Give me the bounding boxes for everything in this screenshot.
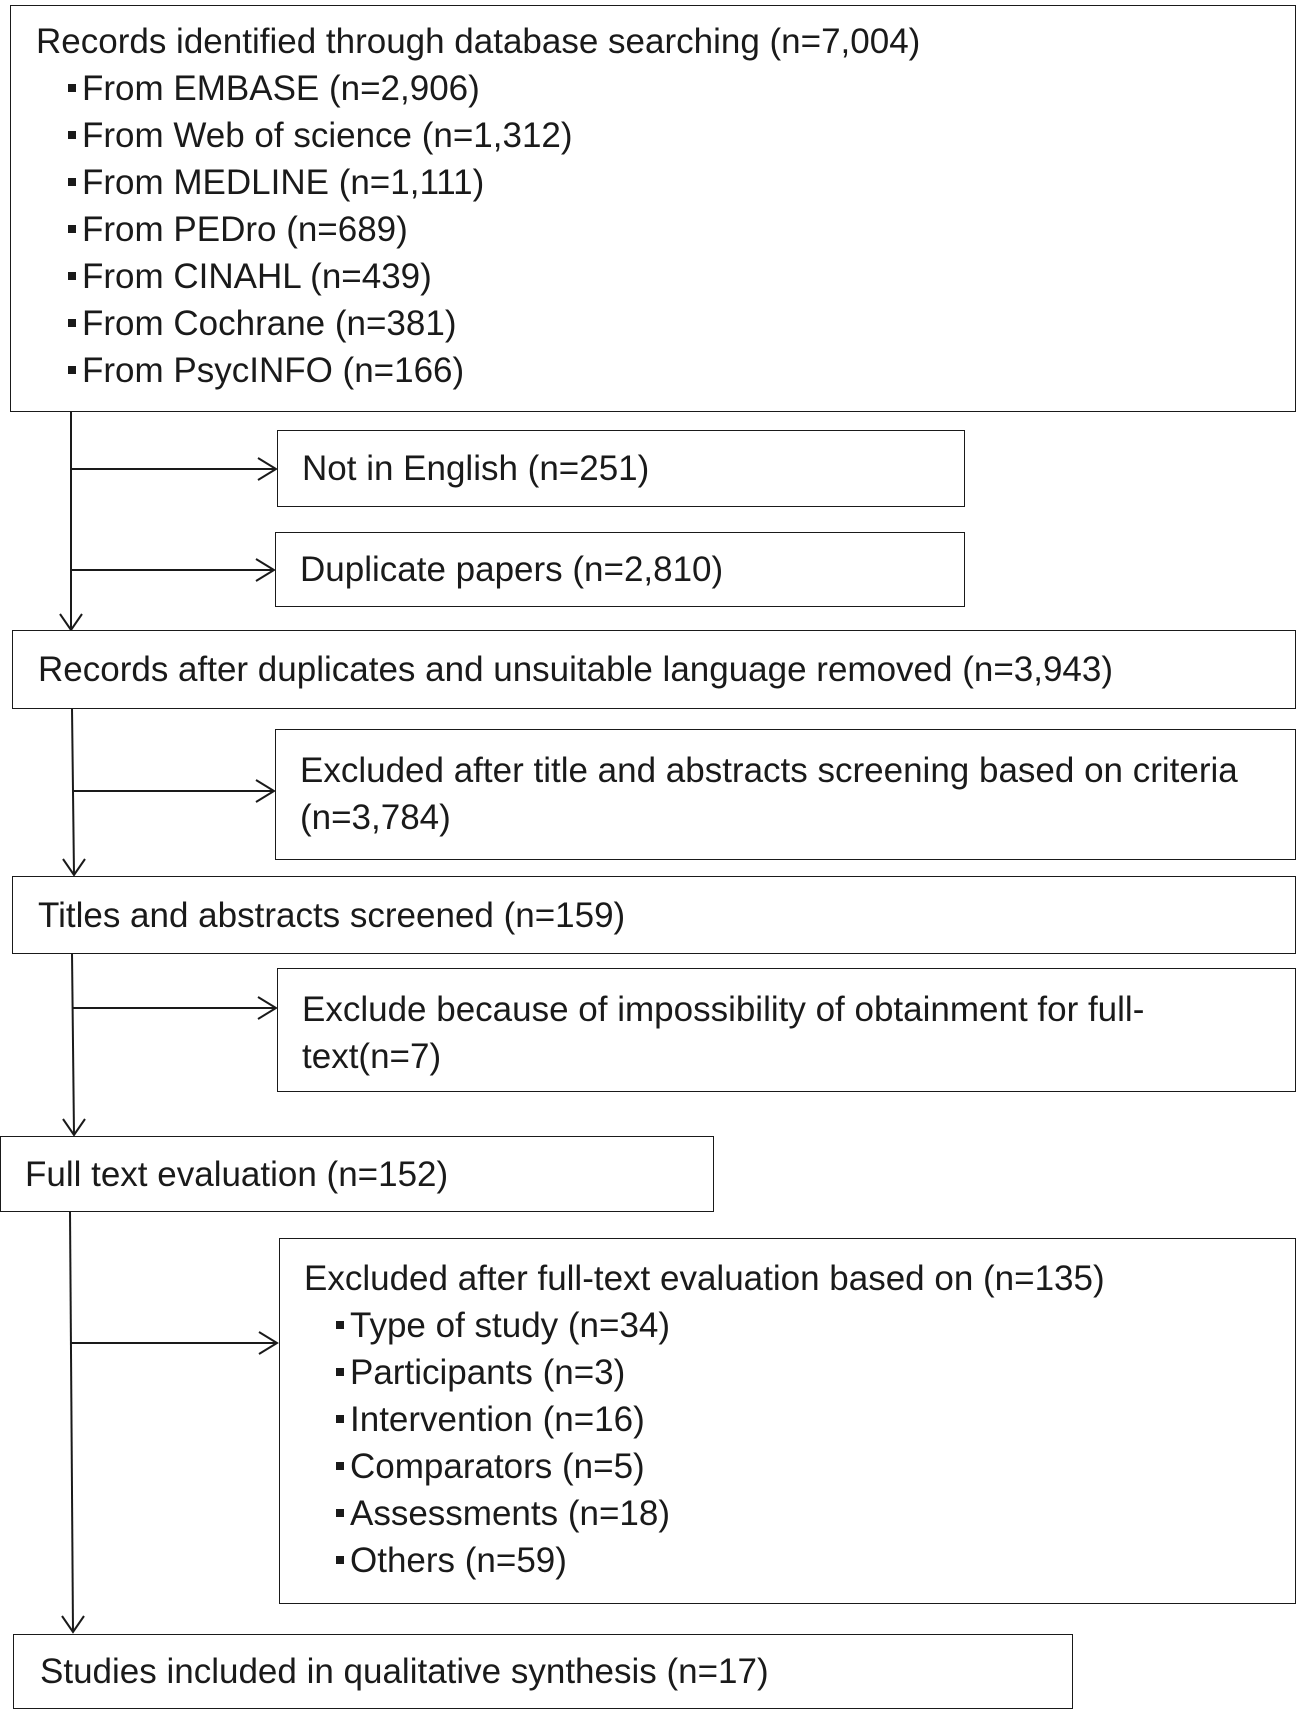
bullet-icon xyxy=(336,1508,344,1517)
excluded-title-abstract-text: Excluded after title and abstracts scree… xyxy=(300,751,1238,837)
exclusion-reason: Others (n=59) xyxy=(304,1537,1105,1584)
source-item: From MEDLINE (n=1,111) xyxy=(36,159,920,206)
bullet-icon xyxy=(68,365,76,374)
bullet-icon xyxy=(336,1414,344,1423)
source-item: From CINAHL (n=439) xyxy=(36,253,920,300)
screened-box xyxy=(12,876,1296,954)
fulltext-evaluation-text: Full text evaluation (n=152) xyxy=(25,1155,449,1194)
excluded-language-text: Not in English (n=251) xyxy=(302,449,650,488)
bullet-icon xyxy=(68,130,76,139)
excluded-duplicates-box xyxy=(275,532,965,607)
exclusion-reason: Assessments (n=18) xyxy=(304,1490,1105,1537)
excluded-fulltext-unavailable-box xyxy=(277,968,1296,1092)
bullet-icon xyxy=(336,1367,344,1376)
bullet-icon xyxy=(68,318,76,327)
excluded-duplicates-text: Duplicate papers (n=2,810) xyxy=(300,550,724,589)
bullet-icon xyxy=(68,83,76,92)
records-after-removal-box xyxy=(12,630,1296,709)
source-item: From PEDro (n=689) xyxy=(36,206,920,253)
screened-text: Titles and abstracts screened (n=159) xyxy=(38,896,626,935)
excluded-fulltext-box xyxy=(279,1238,1296,1604)
exclusion-reason: Intervention (n=16) xyxy=(304,1396,1105,1443)
excluded-fulltext-title: Excluded after full-text evaluation base… xyxy=(304,1259,1105,1298)
source-item: From PsycINFO (n=166) xyxy=(36,347,920,394)
included-text: Studies included in qualitative synthesi… xyxy=(40,1652,769,1691)
source-item: From Cochrane (n=381) xyxy=(36,300,920,347)
identification-content: Records identified through database sear… xyxy=(36,18,920,394)
exclusion-reason: Comparators (n=5) xyxy=(304,1443,1105,1490)
included-box xyxy=(13,1634,1073,1709)
excluded-fulltext-content: Excluded after full-text evaluation base… xyxy=(304,1255,1105,1584)
excluded-title-abstract-box xyxy=(275,729,1296,860)
exclusion-reason: Type of study (n=34) xyxy=(304,1302,1105,1349)
identification-title: Records identified through database sear… xyxy=(36,22,921,61)
exclusion-reason: Participants (n=3) xyxy=(304,1349,1105,1396)
bullet-icon xyxy=(336,1555,344,1564)
source-item: From Web of science (n=1,312) xyxy=(36,112,920,159)
bullet-icon xyxy=(336,1320,344,1329)
bullet-icon xyxy=(68,224,76,233)
identification-box xyxy=(10,5,1296,412)
excluded-language-box xyxy=(277,430,965,507)
bullet-icon xyxy=(336,1461,344,1470)
records-after-removal-text: Records after duplicates and unsuitable … xyxy=(38,650,1114,689)
bullet-icon xyxy=(68,177,76,186)
excluded-fulltext-unavailable-text: Exclude because of impossibility of obta… xyxy=(302,990,1145,1076)
bullet-icon xyxy=(68,271,76,280)
fulltext-evaluation-box xyxy=(0,1136,714,1212)
source-item: From EMBASE (n=2,906) xyxy=(36,65,920,112)
